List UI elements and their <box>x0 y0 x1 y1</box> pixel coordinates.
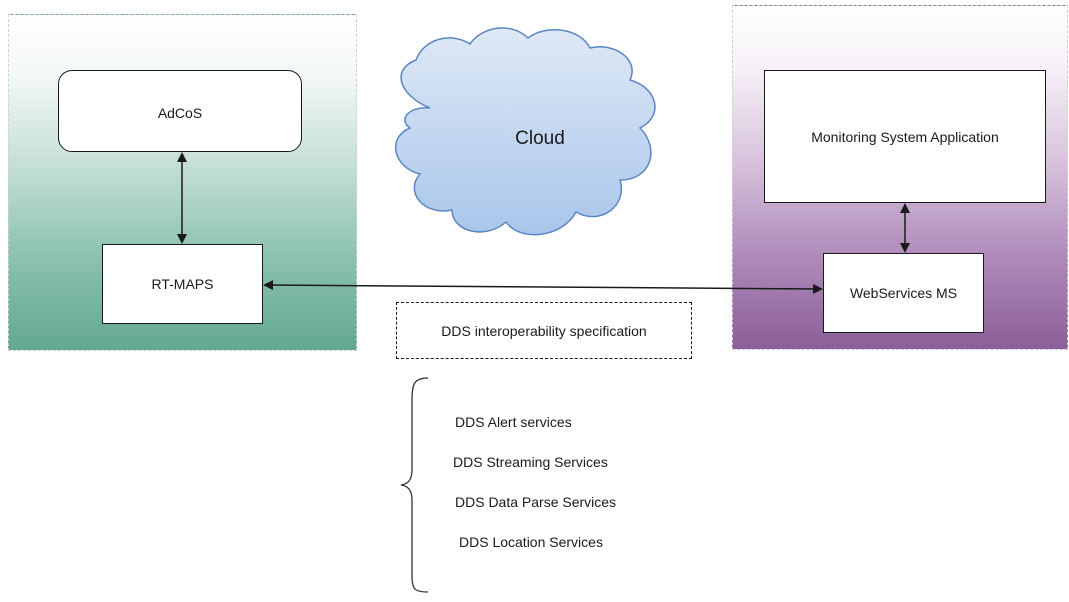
webservices-ms-box: WebServices MS <box>823 253 984 333</box>
cloud-shape <box>394 27 656 236</box>
dds-spec-label: DDS interoperability specification <box>441 322 647 339</box>
rt-maps-label: RT-MAPS <box>151 276 214 292</box>
webservices-ms-label: WebServices MS <box>849 285 958 301</box>
service-data-parse: DDS Data Parse Services <box>455 494 617 510</box>
adcos-box: AdCoS <box>58 70 302 152</box>
services-brace <box>400 377 429 593</box>
service-location: DDS Location Services <box>459 534 603 550</box>
adcos-label: AdCoS <box>157 105 203 121</box>
cloud-label: Cloud <box>515 128 565 149</box>
rt-maps-box: RT-MAPS <box>102 244 263 324</box>
dds-spec-box: DDS interoperability specification <box>396 302 692 359</box>
monitoring-app-box: Monitoring System Application <box>764 70 1046 203</box>
monitoring-app-label: Monitoring System Application <box>811 128 999 145</box>
dds-services-list: DDS Alert services DDS Streaming Service… <box>445 410 616 570</box>
arrow-rtmaps-webservices <box>263 280 823 294</box>
service-streaming: DDS Streaming Services <box>453 454 608 470</box>
service-alert: DDS Alert services <box>455 414 572 430</box>
